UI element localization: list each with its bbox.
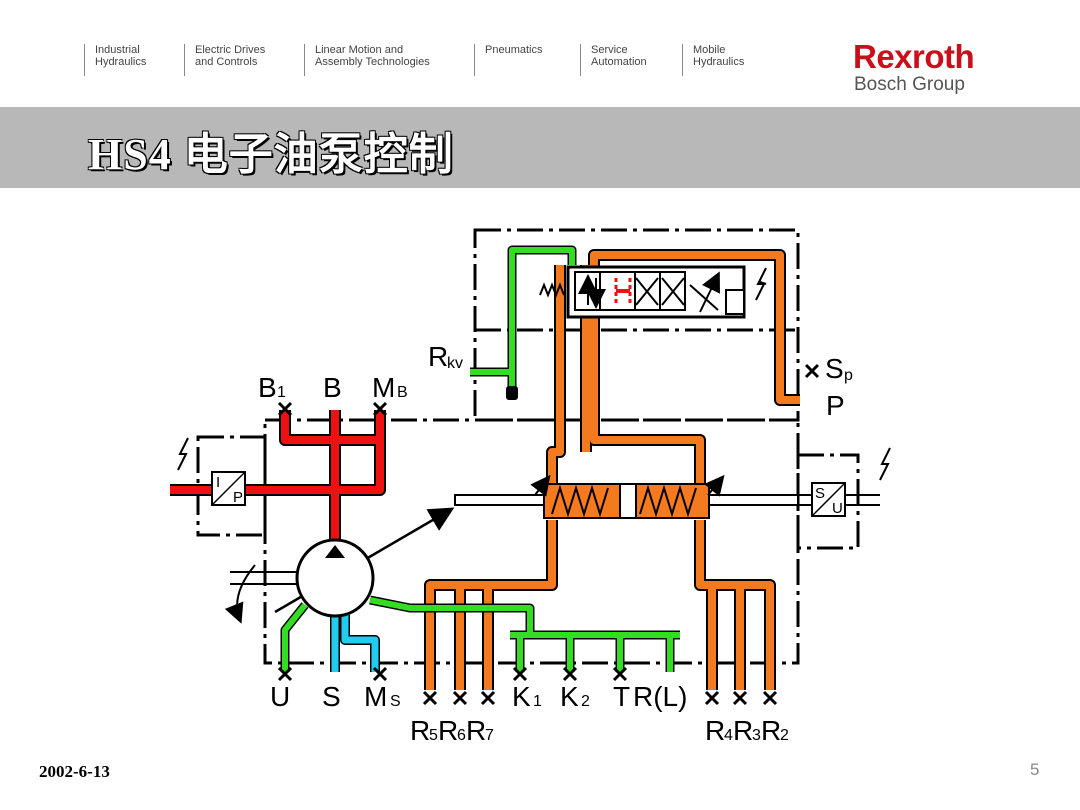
label-r7-sub: 7 [485,727,494,744]
position-sensor-right: S U [811,447,891,517]
label-s: S [322,681,341,712]
pressure-sensor-left: I P [177,437,246,506]
sensor-right-top: S [815,485,825,502]
sensor-left-top: I [216,474,220,491]
housing-frames [196,228,860,665]
brand-group: Bosch Group [854,74,965,95]
label-ms: M [364,681,387,712]
control-cylinder [454,474,880,519]
label-mb: M [372,372,395,403]
label-b: B [323,372,342,403]
label-k2-sub: 2 [581,693,590,710]
brand-name: Rexroth [853,38,975,75]
label-r4: R [705,715,725,746]
label-r7: R [466,715,486,746]
proportional-valve [539,265,767,319]
port-markers [277,363,820,706]
label-rkv-sub: kv [447,355,463,372]
variable-pump [224,538,375,624]
label-b1: B [258,372,277,403]
rexroth-logo: Rexroth Bosch Group [853,38,975,96]
label-rl: R(L) [633,681,687,712]
title-bar [0,107,1080,188]
label-r2: R [761,715,781,746]
label-r5: R [410,715,430,746]
red-lines [170,410,386,550]
label-k1-sub: 1 [533,693,542,710]
diagram-labels: B 1 B M B R kv S p P U S M S K 1 K 2 T R… [258,341,853,746]
label-ms-sub: S [390,693,401,710]
slide-title: HS4 电子油泵控制 [88,130,454,179]
label-r4-sub: 4 [724,727,733,744]
label-u: U [270,681,290,712]
slide-date: 2002-6-13 [39,762,110,781]
label-k1: K [512,681,531,712]
label-r2-sub: 2 [780,727,789,744]
label-r5-sub: 5 [429,727,438,744]
label-r6: R [438,715,458,746]
label-sp-sub: p [844,367,853,384]
label-sp: S [825,353,844,384]
label-b1-sub: 1 [277,384,286,401]
green-line-plug [506,386,518,400]
page-number: 5 [1030,760,1040,779]
label-k2: K [560,681,579,712]
label-p: P [826,390,845,421]
label-t: T [613,681,630,712]
label-rkv: R [428,341,448,372]
label-mb-sub: B [397,384,408,401]
label-r6-sub: 6 [457,727,466,744]
nav-pneumatics: Pneumatics [474,44,542,76]
sensor-right-bottom: U [832,500,843,517]
sensor-left-bottom: P [233,489,243,506]
label-r3-sub: 3 [752,727,761,744]
label-r3: R [733,715,753,746]
